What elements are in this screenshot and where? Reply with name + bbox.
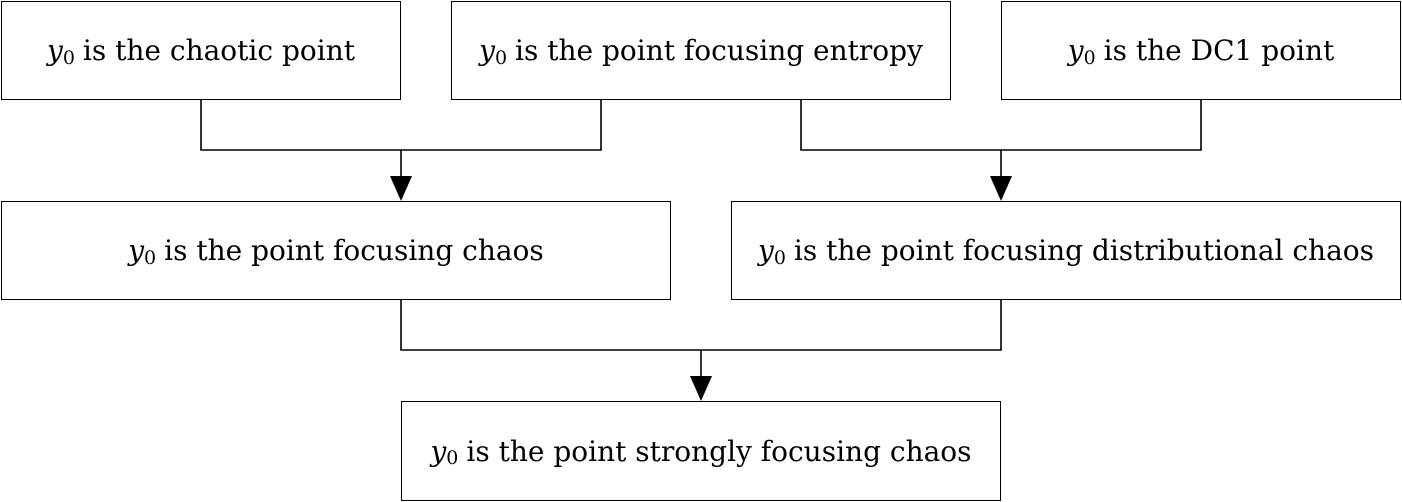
- arrowhead-focusing-chaos: [390, 176, 412, 201]
- node-label: is the DC1 point: [1103, 34, 1335, 67]
- node-variable: y: [479, 34, 495, 67]
- node-variable: y: [757, 234, 774, 267]
- node-subscript: 0: [62, 46, 75, 69]
- node-variable: y: [128, 234, 145, 267]
- node-label: is the point strongly focusing chaos: [466, 434, 972, 468]
- arrowhead-strongly-focusing-chaos: [690, 376, 712, 401]
- node-subscript: 0: [1083, 46, 1096, 69]
- arrowhead-focusing-distributional-chaos: [990, 176, 1012, 201]
- node-subscript: 0: [773, 246, 786, 269]
- node-label: is the point focusing chaos: [164, 234, 544, 267]
- node-subscript: 0: [446, 447, 459, 469]
- node-subscript: 0: [144, 246, 157, 269]
- connector-entropy-dc1: [800, 100, 1202, 151]
- node-variable: y: [47, 34, 63, 67]
- node-subscript: 0: [494, 46, 508, 69]
- connector-focus-chaos-dist: [400, 300, 1002, 351]
- node-variable: y: [430, 434, 447, 468]
- node-label: is the point focusing entropy: [515, 34, 923, 67]
- connector-chaotic-entropy: [200, 100, 602, 151]
- node-variable: y: [1067, 34, 1084, 67]
- node-label: is the chaotic point: [82, 34, 355, 67]
- node-label: is the point focusing distributional cha…: [793, 234, 1375, 267]
